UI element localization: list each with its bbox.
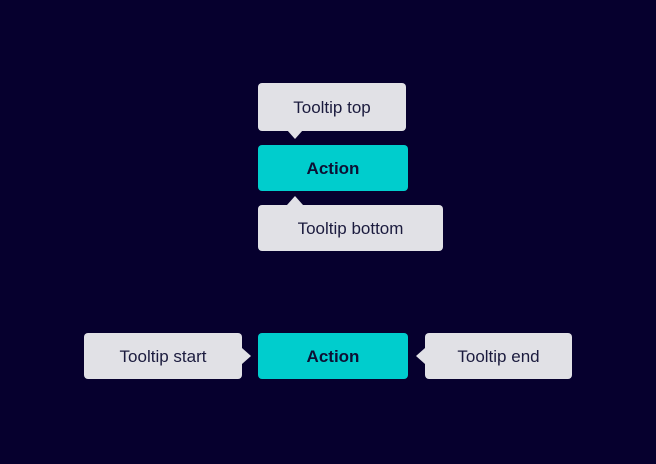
tooltip-top: Tooltip top — [258, 83, 406, 131]
arrow-up-icon — [287, 196, 303, 205]
tooltip-bottom: Tooltip bottom — [258, 205, 443, 251]
arrow-right-icon — [242, 348, 251, 364]
tooltip-start: Tooltip start — [84, 333, 242, 379]
tooltip-end: Tooltip end — [425, 333, 572, 379]
arrow-left-icon — [416, 348, 425, 364]
action-button-bottom[interactable]: Action — [258, 333, 408, 379]
action-button-top[interactable]: Action — [258, 145, 408, 191]
arrow-down-icon — [287, 130, 303, 139]
